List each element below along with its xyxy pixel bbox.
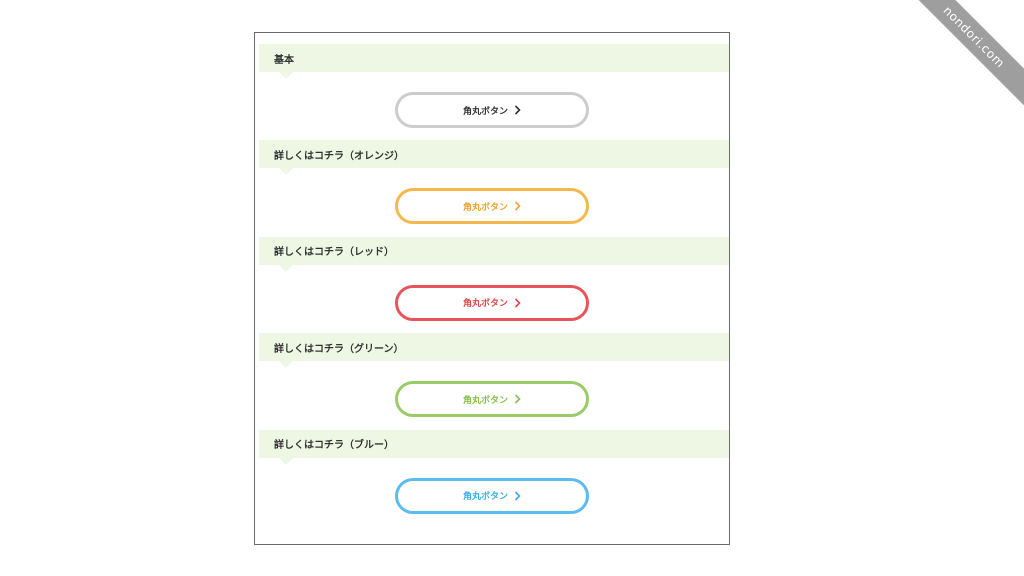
button-label: 角丸ボタン: [462, 395, 508, 406]
button-samples-panel: 基本 角丸ボタン 詳しくはコチラ（オレンジ） 角丸ボタン: [254, 32, 730, 545]
section-basic: 基本 角丸ボタン: [255, 44, 729, 140]
watermark-ribbon: nondori.com: [894, 0, 1024, 117]
section-heading-text: 詳しくはコチラ（グリーン）: [274, 343, 404, 355]
button-label: 角丸ボタン: [462, 202, 508, 213]
button-label: 角丸ボタン: [462, 492, 508, 503]
chevron-right-icon: [514, 105, 521, 115]
section-heading-text: 詳しくはコチラ（レッド）: [274, 247, 394, 259]
chevron-right-icon: [514, 201, 521, 211]
chevron-right-icon: [514, 394, 521, 404]
section-heading: 詳しくはコチラ（ブルー）: [259, 429, 729, 465]
rounded-button-orange[interactable]: 角丸ボタン: [395, 188, 589, 225]
section-red: 詳しくはコチラ（レッド） 角丸ボタン: [255, 236, 729, 333]
section-blue: 詳しくはコチラ（ブルー） 角丸ボタン: [255, 429, 729, 526]
chevron-right-icon: [514, 490, 521, 501]
section-heading-text: 詳しくはコチラ（オレンジ）: [274, 150, 404, 162]
section-green: 詳しくはコチラ（グリーン） 角丸ボタン: [255, 333, 729, 429]
section-heading-text: 詳しくはコチラ（ブルー）: [274, 440, 394, 452]
section-heading: 詳しくはコチラ（グリーン）: [259, 333, 729, 369]
section-heading: 詳しくはコチラ（オレンジ）: [259, 140, 729, 176]
button-label: 角丸ボタン: [462, 106, 508, 117]
rounded-button-green[interactable]: 角丸ボタン: [395, 381, 589, 418]
button-label: 角丸ボタン: [462, 299, 508, 310]
section-heading: 詳しくはコチラ（レッド）: [259, 236, 729, 272]
section-heading-text: 基本: [274, 54, 294, 66]
watermark-text: nondori.com: [940, 3, 1008, 71]
section-orange: 詳しくはコチラ（オレンジ） 角丸ボタン: [255, 140, 729, 236]
rounded-button-blue[interactable]: 角丸ボタン: [395, 477, 589, 514]
chevron-right-icon: [514, 298, 521, 308]
section-heading: 基本: [259, 44, 729, 79]
rounded-button-red[interactable]: 角丸ボタン: [395, 284, 589, 321]
rounded-button-basic[interactable]: 角丸ボタン: [395, 92, 589, 128]
